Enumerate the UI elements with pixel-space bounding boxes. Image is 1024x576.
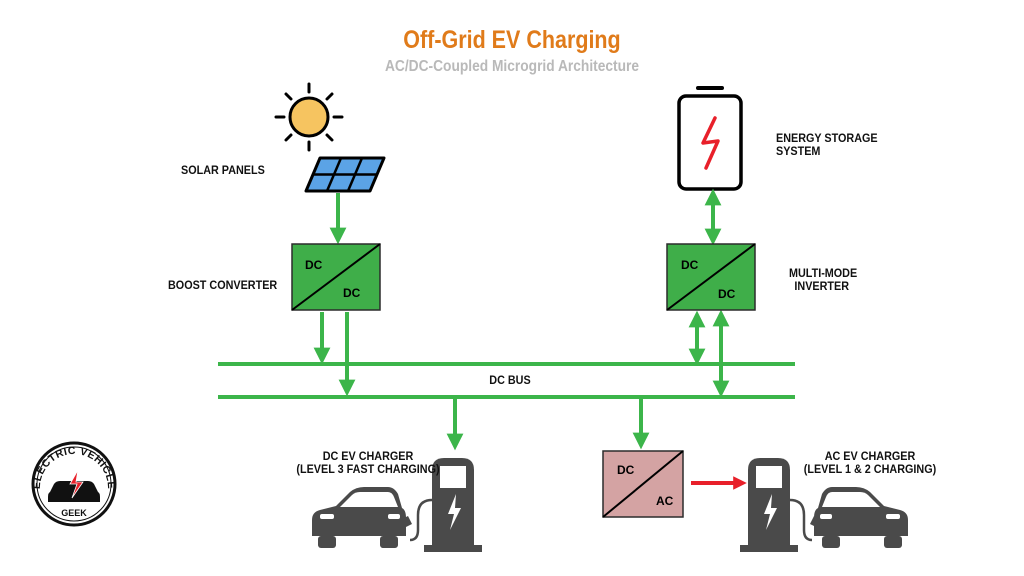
battery-icon (677, 86, 743, 191)
ac-charger-label-line2: (LEVEL 1 & 2 CHARGING) (803, 462, 937, 476)
inverter-label-line2: INVERTER (794, 279, 850, 293)
dc-bus (218, 362, 795, 399)
ac-converter-out-label: AC (656, 494, 674, 508)
power-flow-lines (313, 188, 730, 451)
solar-panel-icon (304, 156, 386, 193)
inverter-box: DC DC (666, 243, 756, 311)
boost-converter-in-label: DC (305, 258, 323, 272)
electric-car-left-icon (312, 487, 406, 548)
electric-car-right-icon (814, 487, 908, 548)
boost-converter-out-label: DC (343, 286, 361, 300)
dc-charger-label: DC EV CHARGER (LEVEL 3 FAST CHARGING) (278, 450, 458, 476)
inverter-label-line1: MULTI-MODE (789, 266, 858, 280)
diagram-title: Off-Grid EV Charging (403, 26, 621, 54)
inverter-label: MULTI-MODE INVERTER (789, 267, 857, 293)
energy-storage-label: ENERGY STORAGE SYSTEM (776, 132, 878, 158)
logo-bottom-text: GEEK (61, 508, 87, 518)
boost-converter-box: DC DC (291, 243, 381, 311)
ac-charging-station-icon (740, 458, 826, 552)
ac-converter-in-label: DC (617, 463, 635, 477)
ac-charger-label-line1: AC EV CHARGER (824, 449, 916, 463)
dc-charger-label-line1: DC EV CHARGER (322, 449, 414, 463)
inverter-in-label: DC (681, 258, 699, 272)
dc-charger-label-line2: (LEVEL 3 FAST CHARGING) (296, 462, 440, 476)
electric-vehicle-geek-logo: ELECTRIC VEHICLE GEEK (31, 441, 117, 527)
energy-storage-label-line2: SYSTEM (776, 144, 821, 158)
solar-panels-label: SOLAR PANELS (181, 163, 265, 177)
ac-converter-box: DC AC (602, 450, 684, 518)
diagram-subtitle: AC/DC-Coupled Microgrid Architecture (384, 58, 640, 75)
energy-storage-label-line1: ENERGY STORAGE (776, 131, 878, 145)
boost-converter-label: BOOST CONVERTER (168, 278, 278, 292)
ac-charger-label: AC EV CHARGER (LEVEL 1 & 2 CHARGING) (780, 450, 960, 476)
inverter-out-label: DC (718, 287, 736, 301)
dc-bus-label: DC BUS (489, 373, 531, 387)
sun-icon (274, 82, 344, 152)
